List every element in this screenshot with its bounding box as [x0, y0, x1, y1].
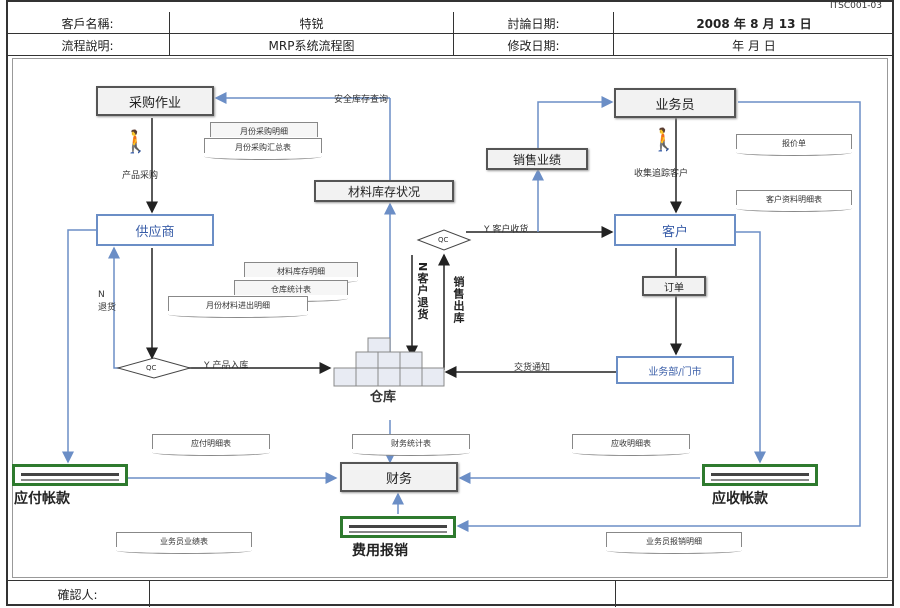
node-sales-dept: 业务部/门市: [616, 356, 734, 384]
ledger-payable-label: 应付帐款: [14, 491, 70, 507]
label-delivery-notice: 交货通知: [514, 363, 551, 373]
process-desc-label: 流程說明:: [6, 34, 170, 56]
node-finance: 财务: [340, 462, 458, 492]
doc-quote: 报价单: [736, 134, 852, 156]
modify-date-label: 修改日期:: [454, 34, 614, 56]
label-y-product-in: Y 产品入库: [204, 361, 249, 371]
header-row-2: 流程說明: MRP系统流程图 修改日期: 年 月 日: [6, 34, 894, 56]
customer-name-value: 特锐: [170, 12, 454, 34]
label-safety-stock: 安全库存查询: [334, 95, 389, 105]
doc-sales-report: 业务员报销明细: [606, 532, 742, 554]
customer-name-label: 客戶名稱:: [6, 12, 170, 34]
document-frame: ITSC001-03: [6, 0, 894, 606]
confirm-label: 確認人:: [6, 581, 150, 607]
ledger-expense-icon: [340, 516, 456, 538]
label-n-return: N 退货: [98, 290, 117, 313]
person-purchasing-icon: 🚶: [122, 130, 150, 155]
discussion-date-value: 2008 年 8 月 13 日: [696, 16, 812, 31]
doc-sales-expense: 业务员业绩表: [116, 532, 252, 554]
ledger-payable-icon: [12, 464, 128, 486]
label-product-purchase: 产品采购: [122, 171, 159, 181]
label-y-customer-receipt: Y 客户收货: [484, 225, 529, 235]
discussion-date-label: 討論日期:: [454, 12, 614, 34]
ledger-receivable-icon: [702, 464, 818, 486]
label-sales-out: 销售出库: [452, 276, 465, 324]
doc-monthly-purchase-summary: 月份采购汇总表: [204, 138, 322, 160]
confirm-signature-cell[interactable]: [150, 581, 616, 607]
doc-receivable-detail: 应收明细表: [572, 434, 690, 456]
doc-material-stock-detail: 材料库存明细: [244, 262, 358, 284]
header-row-1: 客戶名稱: 特锐 討論日期: 2008 年 8 月 13 日: [6, 12, 894, 34]
node-purchasing: 采购作业: [96, 86, 214, 116]
qc2-label: QC: [438, 236, 449, 244]
doc-customer-info: 客户资料明细表: [736, 190, 852, 212]
doc-finance-stats: 财务统计表: [352, 434, 470, 456]
ledger-expense-label: 费用报销: [352, 543, 408, 559]
ledger-receivable-label: 应收帐款: [712, 491, 768, 507]
doc-monthly-material-detail: 月份材料进出明细: [168, 296, 308, 318]
node-sales-performance: 销售业绩: [486, 148, 588, 170]
doc-code: ITSC001-03: [829, 1, 882, 11]
node-supplier: 供应商: [96, 214, 214, 246]
modify-date-value: 年 月 日: [732, 38, 776, 53]
process-desc-value: MRP系统流程图: [170, 34, 454, 56]
node-salesperson: 业务员: [614, 88, 736, 118]
warehouse-label: 仓库: [370, 390, 397, 405]
node-customer: 客户: [614, 214, 736, 246]
qc1-label: QC: [146, 364, 157, 372]
person-salesperson-icon: 🚶: [650, 128, 678, 153]
label-n-customer-return: N客户退货: [416, 262, 429, 321]
footer-row: 確認人:: [6, 580, 894, 607]
flow-diagram: [12, 58, 888, 578]
doc-payable-detail: 应付明细表: [152, 434, 270, 456]
node-order: 订单: [642, 276, 706, 296]
label-collect-customer: 收集追踪客户: [634, 169, 689, 179]
node-material-stock: 材料库存状况: [314, 180, 454, 202]
